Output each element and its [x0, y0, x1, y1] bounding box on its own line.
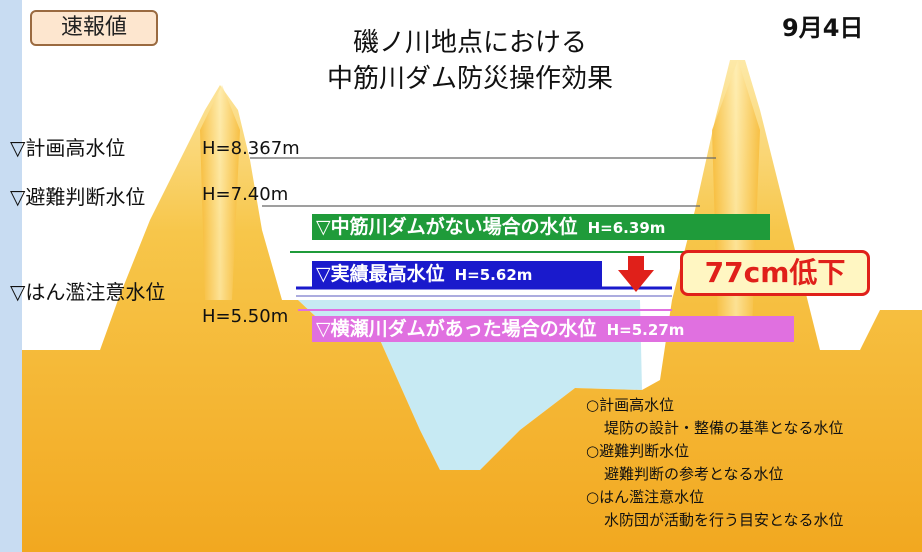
legend-desc-flood: 水防団が活動を行う目安となる水位 [604, 511, 844, 529]
left-peak-highlight [200, 85, 240, 300]
yokose-scenario-box: ▽横瀬川ダムがあった場合の水位 H=5.27m [312, 316, 794, 342]
legend-desc-evac: 避難判断の参考となる水位 [604, 465, 784, 483]
legend-desc-plan: 堤防の設計・整備の基準となる水位 [604, 419, 844, 437]
river-water [298, 300, 642, 470]
yokose-scenario-label: ▽横瀬川ダムがあった場合の水位 [316, 318, 597, 340]
legend-head-evac: ○避難判断水位 [586, 442, 690, 460]
evac-level-label: ▽避難判断水位 [10, 185, 146, 209]
actual-max-label: ▽実績最高水位 [316, 263, 445, 285]
yokose-scenario-value: H=5.27m [606, 321, 685, 339]
legend-head-plan: ○計画高水位 [586, 396, 675, 414]
flood-level-label: ▽はん濫注意水位 [10, 280, 166, 304]
actual-max-box: ▽実績最高水位 H=5.62m [312, 261, 602, 287]
title-line-2: 中筋川ダム防災操作効果 [326, 64, 613, 94]
plan-level-label: ▽計画高水位 [10, 136, 126, 160]
date-label: 9月4日 [782, 14, 864, 42]
no-dam-scenario-label: ▽中筋川ダムがない場合の水位 [316, 216, 578, 238]
plan-level-value: H=8.367m [202, 138, 300, 159]
no-dam-scenario-value: H=6.39m [587, 219, 666, 237]
left-margin-strip [0, 0, 22, 552]
legend-head-flood: ○はん濫注意水位 [586, 488, 705, 506]
legend-box: ○計画高水位 堤防の設計・整備の基準となる水位 ○避難判断水位 避難判断の参考と… [586, 394, 844, 532]
title-line-1: 磯ノ川地点における [352, 28, 587, 58]
evac-level-value: H=7.40m [202, 184, 289, 205]
preliminary-value-badge: 速報値 [30, 10, 158, 46]
decrease-arrow-icon [618, 256, 654, 292]
actual-max-value: H=5.62m [454, 266, 533, 284]
flood-level-value: H=5.50m [202, 306, 289, 327]
reduction-effect-callout: 77cm低下 [680, 250, 870, 296]
river-bank-earth [22, 60, 922, 552]
no-dam-scenario-box: ▽中筋川ダムがない場合の水位 H=6.39m [312, 214, 770, 240]
